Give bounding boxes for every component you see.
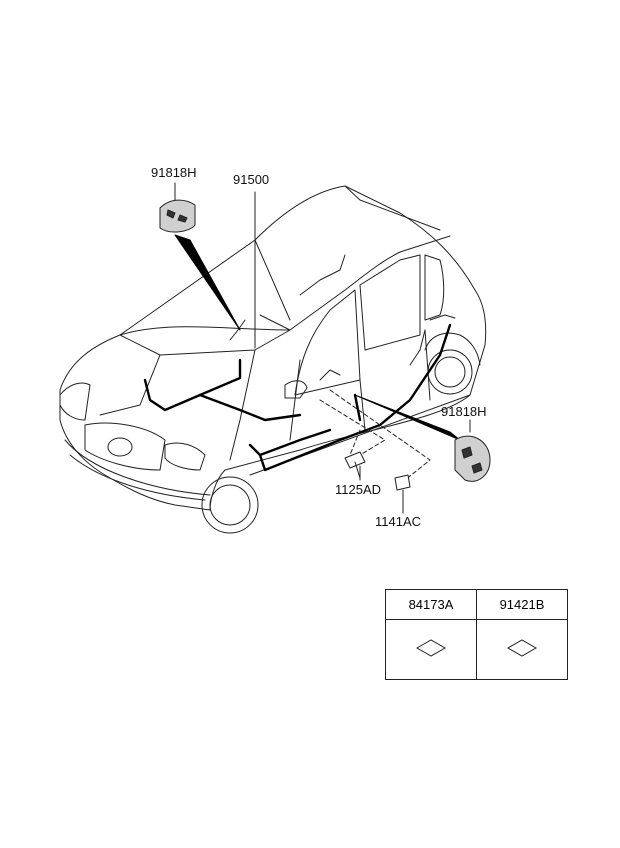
callout-1141ac: 1141AC [375,514,422,529]
callout-1125ad: 1125AD [335,482,382,497]
parts-table: 84173A 91421B [385,589,568,680]
wiring-harness [143,323,452,472]
install-guide-lines [319,389,431,481]
leader-91818h-left [174,234,241,331]
pad-icon [506,639,538,657]
harness-branches [229,254,456,381]
part-cell-91421b [476,619,568,680]
callout-91818h-right: 91818H [441,404,487,419]
part-cell-84173a [385,619,477,680]
callout-91500: 91500 [233,172,270,187]
screw-1141ac [394,474,411,514]
callout-91818h-left: 91818H [151,165,197,180]
bolt-1125ad [344,451,366,481]
part-header-84173a: 84173A [385,589,477,620]
car-outline [59,185,487,534]
shield-pad-right [454,435,491,482]
leader-91818h-right [354,394,461,441]
part-header-91421b: 91421B [476,589,568,620]
shield-pad-left [159,199,196,233]
pad-icon [415,639,447,657]
